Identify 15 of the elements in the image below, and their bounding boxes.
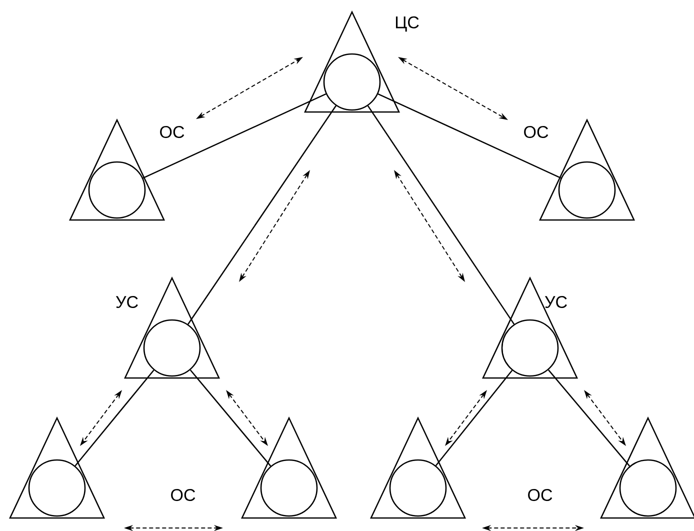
node-label: ЦС [396,16,419,32]
label: ОС [171,488,196,502]
connecting-line [367,105,515,325]
connecting-line [435,370,513,466]
node-label: УС [116,296,138,308]
connecting-line [188,105,336,325]
connecting-line [548,370,630,467]
node-label: УС [544,296,567,308]
connecting-line [378,93,562,179]
label: ОС [528,488,552,502]
connecting-line [74,370,154,466]
connecting-line [142,93,326,179]
node-label: ОС [524,126,548,138]
connecting-line [190,370,272,466]
node-label: ОС [160,126,184,138]
